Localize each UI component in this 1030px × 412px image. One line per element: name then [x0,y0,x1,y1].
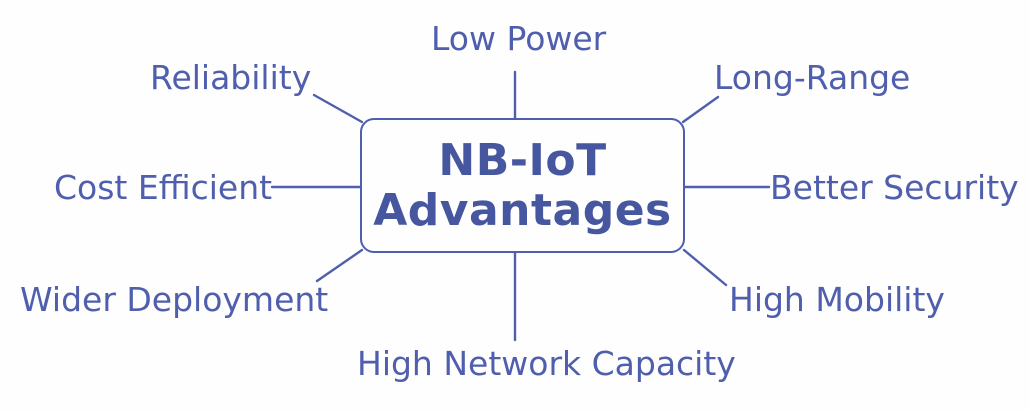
node-label-low-power[interactable]: Low Power [431,19,607,58]
connector-long-range [681,95,720,124]
node-label-cost-efficient[interactable]: Cost Efficient [54,168,273,207]
node-label-high-network-capacity[interactable]: High Network Capacity [357,344,736,383]
center-title-line-2: Advantages [373,184,672,236]
node-label-better-security[interactable]: Better Security [770,168,1019,207]
node-label-high-mobility[interactable]: High Mobility [729,280,945,319]
node-label-wider-deployment[interactable]: Wider Deployment [20,280,329,319]
center-node[interactable]: NB-IoT Advantages [360,118,685,253]
connector-wider-deployment [315,248,364,283]
connector-high-mobility [682,248,728,287]
node-label-reliability[interactable]: Reliability [150,58,312,97]
node-label-long-range[interactable]: Long-Range [714,58,911,97]
center-title-line-1: NB-IoT [438,135,607,187]
connector-reliability [312,93,364,124]
